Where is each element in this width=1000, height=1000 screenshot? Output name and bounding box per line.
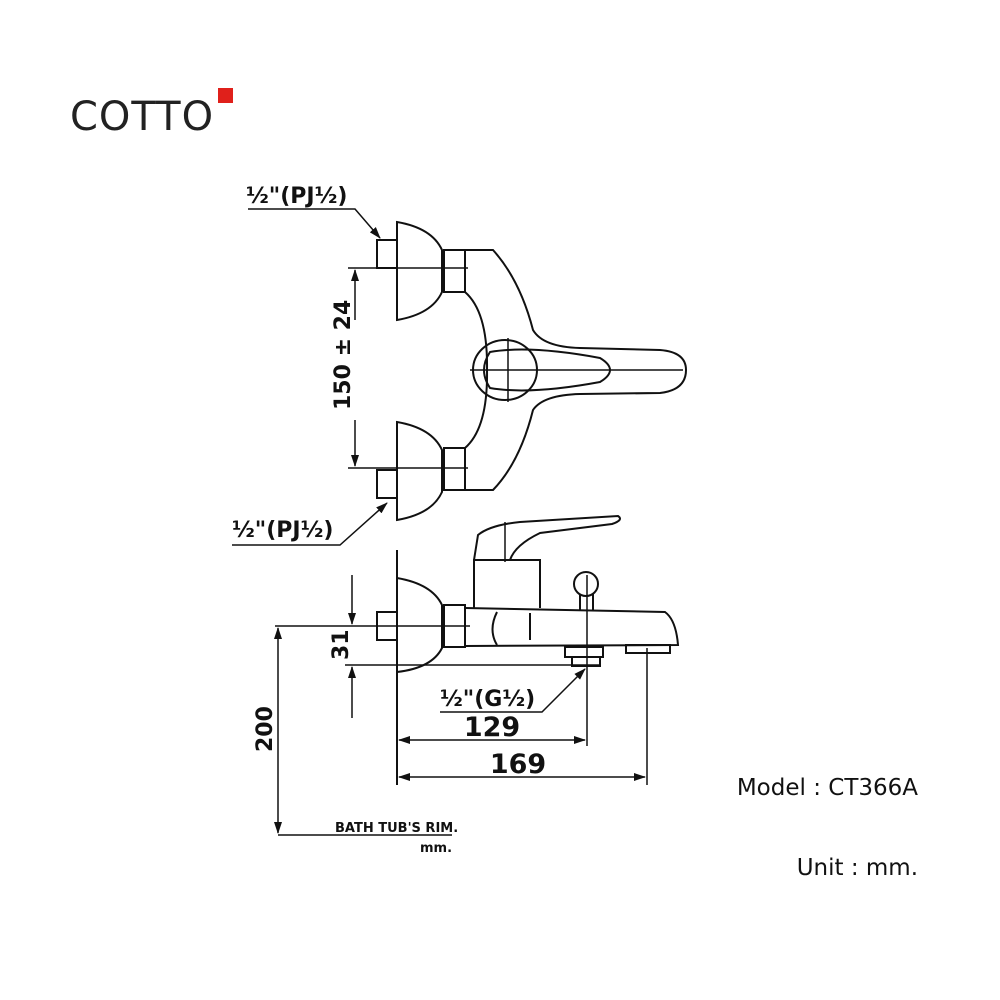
body-detail [491,611,498,646]
inlet-top-label: ½"(PJ½) [246,184,347,209]
leader-line [232,502,388,546]
side-view [275,514,680,785]
brand-logo: COTTO [70,94,215,140]
outlet-label: ½"(G½) [440,687,535,712]
cartridge-housing [473,559,541,608]
leader-line [440,668,586,713]
outlet-thread [571,656,601,667]
dim-outlet-reach: 129 [464,712,520,743]
brand-logo-square [218,88,233,103]
dim-inlet-spacing: 150 ± 24 [331,300,356,410]
inlet-bottom-label: ½"(PJ½) [232,518,333,543]
side-escutcheon [396,577,443,673]
spout-outlet-housing [564,646,604,658]
rim-unit: mm. [420,841,452,856]
side-lever [473,514,621,561]
upper-escutcheon [396,220,443,322]
upper-nut [443,249,466,293]
upper-inlet-stub [376,239,398,269]
lever-handle [483,348,611,392]
side-body [464,607,680,647]
diverter-knob [573,571,599,597]
lower-inlet-stub [376,469,398,499]
dim-height-offset: 31 [329,629,354,660]
dim-total-length: 169 [490,749,546,780]
dim-rim-height: 200 [253,706,278,752]
rim-label: BATH TUB'S RIM. [335,821,458,836]
leader-line [248,208,381,239]
model-label: Model : CT366A [736,775,918,801]
plan-view [348,220,688,522]
unit-label: Unit : mm. [796,855,918,881]
lower-escutcheon [396,420,443,522]
lower-nut [443,447,466,491]
body-outline [465,249,688,491]
diverter-stem [579,594,594,611]
spout-aerator [625,644,671,654]
